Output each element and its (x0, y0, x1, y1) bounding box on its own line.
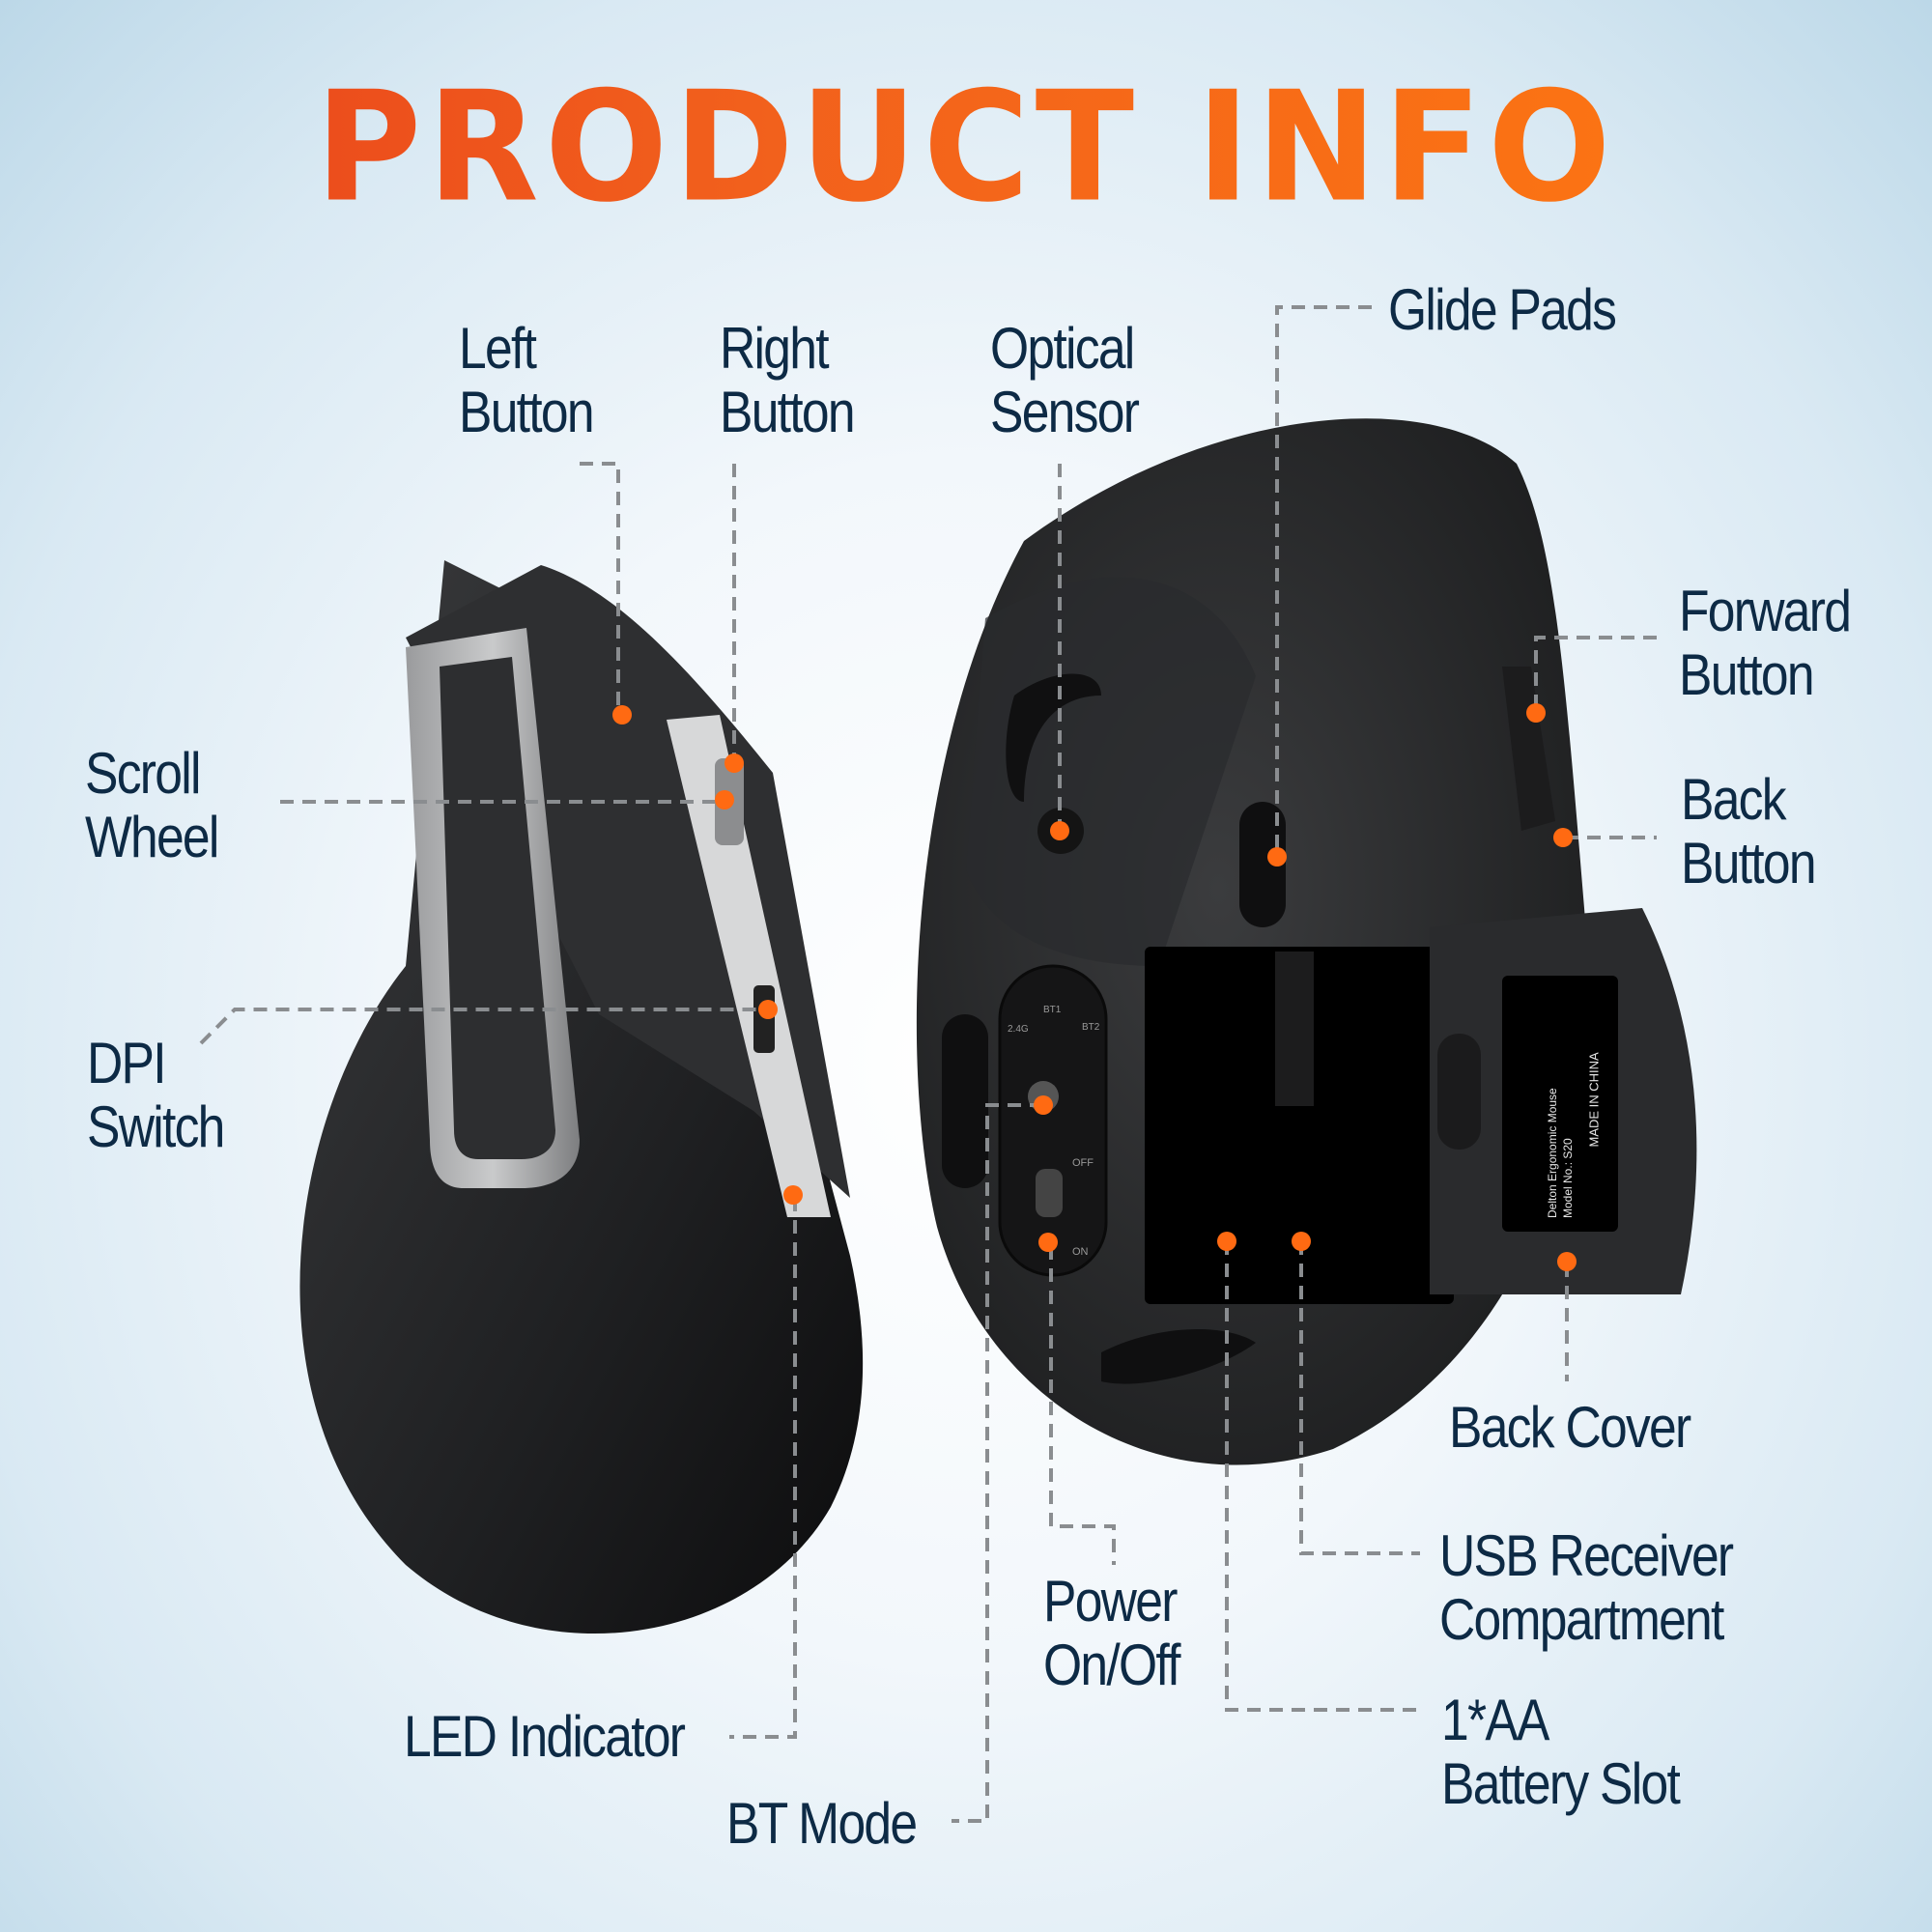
switch-label-off: OFF (1072, 1157, 1094, 1169)
dot-dpi-switch (758, 1000, 778, 1019)
device-label: Delton Ergonomic Mouse Model No.: S20 MA… (1507, 985, 1613, 1227)
device-label-name: Delton Ergonomic Mouse (1546, 1088, 1559, 1218)
leader-dpi-switch (199, 1008, 768, 1045)
dot-power (1038, 1233, 1058, 1252)
label-left-button: Left Button (459, 316, 595, 444)
label-power: Power On/Off (1043, 1569, 1180, 1697)
label-led-indicator: LED Indicator (404, 1704, 686, 1769)
label-usb-receiver: USB Receiver Compartment (1439, 1523, 1734, 1652)
label-right-button: Right Button (720, 316, 856, 444)
dot-back-button (1553, 828, 1573, 847)
led-label-bt1: BT1 (1043, 1005, 1062, 1015)
device-label-origin: MADE IN CHINA (1586, 1052, 1602, 1148)
dot-bt-mode (1034, 1095, 1053, 1115)
label-dpi-switch: DPI Switch (87, 1031, 225, 1159)
label-optical-sensor: Optical Sensor (990, 316, 1140, 444)
leader-battery (1225, 1241, 1418, 1712)
dot-back-cover (1557, 1252, 1577, 1271)
dot-forward-button (1526, 703, 1546, 723)
leader-bt-mode (952, 1103, 1043, 1823)
leader-forward-button (1534, 636, 1657, 715)
label-battery: 1*AA Battery Slot (1441, 1688, 1681, 1816)
dot-right-button (724, 753, 744, 773)
leader-usb-receiver (1299, 1241, 1420, 1555)
led-label-bt2: BT2 (1082, 1022, 1100, 1033)
dot-optical-sensor (1050, 821, 1069, 840)
page-title: PRODUCT INFO (0, 71, 1932, 224)
dot-left-button (612, 705, 632, 724)
leader-left-button (580, 462, 620, 715)
label-glide-pads: Glide Pads (1388, 277, 1617, 342)
switch-label-on: ON (1072, 1246, 1089, 1258)
label-scroll-wheel: Scroll Wheel (85, 741, 219, 869)
label-back-cover: Back Cover (1449, 1395, 1691, 1460)
label-forward-button: Forward Button (1679, 579, 1852, 707)
dot-glide-pads (1267, 847, 1287, 867)
leader-power (1049, 1246, 1116, 1565)
mouse-front-view (299, 560, 864, 1634)
led-label-24g: 2.4G (1008, 1024, 1029, 1035)
dot-scroll-wheel (715, 790, 734, 810)
leader-led-indicator (729, 1198, 797, 1739)
label-back-button: Back Button (1681, 767, 1817, 895)
leader-glide-pads (1275, 305, 1372, 855)
dot-led-indicator (783, 1185, 803, 1205)
dot-battery (1217, 1232, 1236, 1251)
device-label-model: Model No.: S20 (1561, 1138, 1575, 1218)
label-bt-mode: BT Mode (726, 1791, 918, 1856)
dot-usb-receiver (1292, 1232, 1311, 1251)
mouse-bottom-view (916, 418, 1697, 1465)
